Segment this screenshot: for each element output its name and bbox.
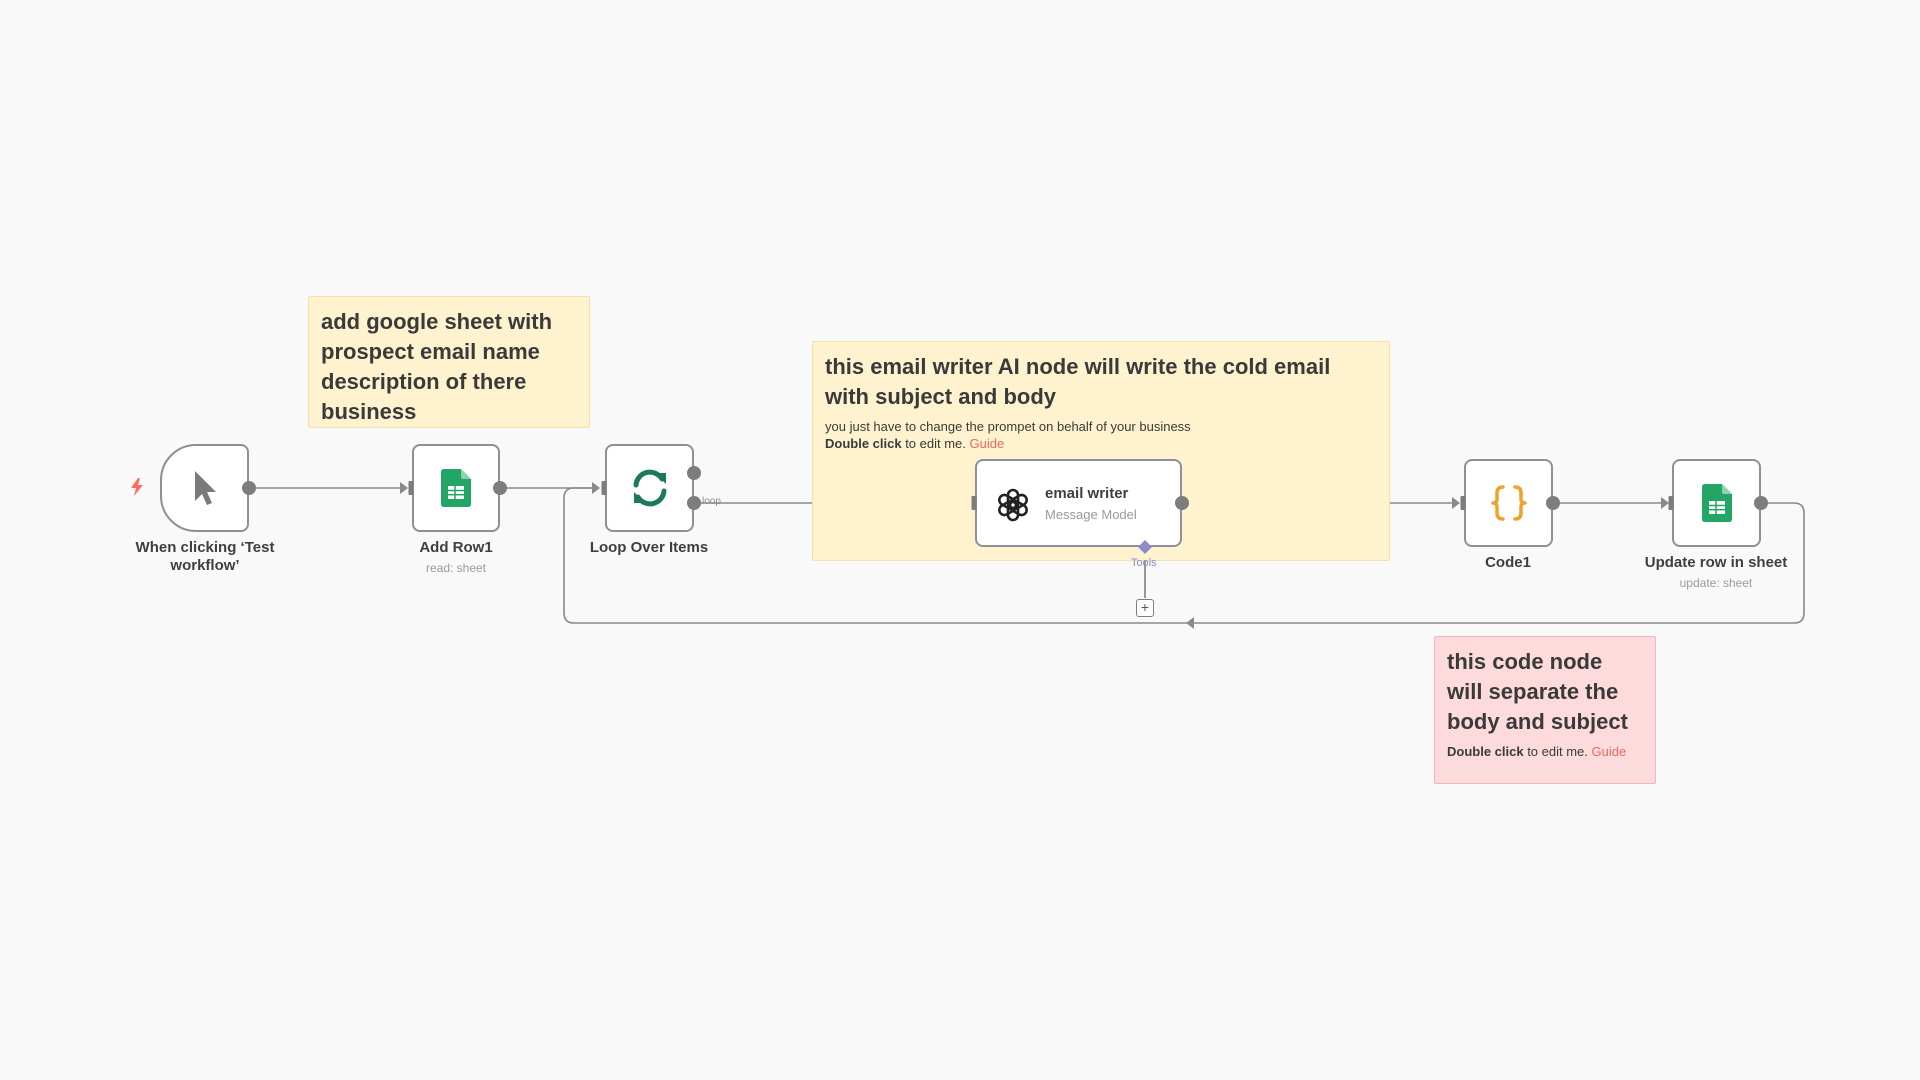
email-writer-subtitle: Message Model	[1045, 507, 1137, 522]
code-node-label: Code1	[1485, 554, 1531, 571]
guide-link[interactable]: Guide	[1591, 744, 1627, 759]
refresh-loop-icon	[633, 469, 666, 507]
openai-icon	[998, 488, 1028, 522]
update-row-node-label: Update row in sheet	[1644, 554, 1788, 571]
sticky-note-sheet[interactable]: add google sheet with prospect email nam…	[308, 296, 590, 428]
arrow-code	[1452, 497, 1460, 509]
add-tool-button[interactable]: +	[1136, 599, 1154, 617]
arrow-loop	[592, 482, 600, 494]
sticky-sheet-text: add google sheet with prospect email nam…	[321, 309, 553, 424]
loop-input-handle[interactable]	[601, 481, 607, 495]
sticky-ai-body: you just have to change the prompet on b…	[825, 419, 1191, 434]
arrow-addrow	[400, 482, 408, 494]
update-row-input-handle[interactable]	[1668, 496, 1674, 510]
loop-node-label: Loop Over Items	[589, 539, 709, 556]
guide-link[interactable]: Guide	[969, 436, 1005, 451]
sticky-code-heading: this code node will separate the body an…	[1447, 649, 1628, 734]
add-row-node[interactable]	[412, 444, 500, 532]
code-output-handle[interactable]	[1546, 496, 1560, 510]
loop-over-items-node[interactable]	[605, 444, 694, 532]
add-row-node-sublabel: read: sheet	[425, 561, 487, 575]
edit-hint-rest: to edit me.	[1523, 744, 1592, 759]
tools-diamond-handle[interactable]	[1138, 540, 1152, 554]
email-writer-input-handle[interactable]	[971, 496, 977, 510]
loop-output-handle[interactable]	[687, 496, 701, 510]
edit-hint-strong: Double click	[825, 436, 902, 451]
arrow-return	[1186, 617, 1194, 629]
google-sheets-icon	[441, 469, 471, 507]
curly-braces-icon	[1490, 485, 1527, 521]
trigger-output-handle[interactable]	[242, 481, 256, 495]
loop-done-output-handle[interactable]	[687, 466, 701, 480]
code-input-handle[interactable]	[1460, 496, 1466, 510]
email-writer-title: email writer	[1045, 485, 1129, 502]
email-writer-output-handle[interactable]	[1175, 496, 1189, 510]
code-node[interactable]	[1464, 459, 1553, 547]
edit-hint-strong: Double click	[1447, 744, 1524, 759]
sticky-code-edit-hint: Double click to edit me. Guide	[1447, 743, 1643, 760]
add-row-output-handle[interactable]	[493, 481, 507, 495]
sticky-ai-edit-hint: Double click to edit me. Guide	[825, 435, 1377, 452]
add-row-input-handle[interactable]	[408, 481, 414, 495]
add-row-node-label: Add Row1	[419, 539, 493, 556]
sticky-note-code[interactable]: this code node will separate the body an…	[1434, 636, 1656, 784]
update-row-output-handle[interactable]	[1754, 496, 1768, 510]
google-sheets-icon	[1701, 484, 1732, 522]
trigger-node[interactable]	[160, 444, 249, 532]
cursor-arrow-icon	[194, 471, 216, 505]
tools-label: Tools	[1131, 557, 1157, 569]
update-row-node[interactable]	[1672, 459, 1761, 547]
update-row-node-sublabel: update: sheet	[1679, 576, 1753, 590]
trigger-bolt-icon	[131, 478, 143, 496]
loop-connection-label: loop	[702, 496, 721, 507]
trigger-node-label: When clicking ‘Test workflow’	[135, 539, 275, 574]
edit-hint-rest: to edit me.	[901, 436, 970, 451]
sticky-ai-heading: this email writer AI node will write the…	[825, 354, 1331, 409]
email-writer-node[interactable]: email writer Message Model	[975, 459, 1182, 547]
